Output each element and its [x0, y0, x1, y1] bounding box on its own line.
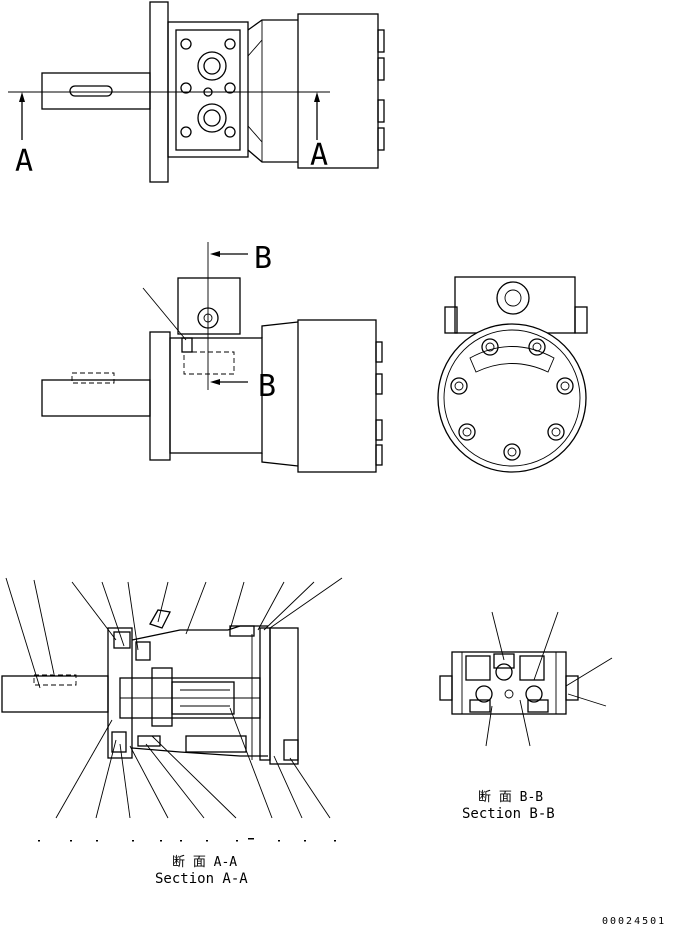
section-mark-b-bottom: B: [258, 369, 276, 404]
drawing-number: 00024501: [602, 916, 666, 927]
end-view: [437, 276, 588, 473]
section-bb-title-jp: 断 面 B-B: [478, 790, 543, 805]
section-aa-title-jp: 断 面 A-A: [172, 855, 237, 870]
section-bb-view: 断 面 B-B Section B-B: [439, 611, 613, 822]
side-view: B B: [41, 241, 383, 473]
section-mark-a-left: A: [15, 144, 33, 179]
section-mark-b-top: B: [254, 241, 272, 276]
section-bb-title-en: Section B-B: [462, 806, 555, 822]
section-mark-a-right: A: [310, 138, 328, 173]
top-view: A A: [8, 1, 385, 183]
section-aa-view: 断 面 A-A Section A-A: [1, 577, 343, 887]
section-aa-title-en: Section A-A: [155, 871, 248, 887]
callout-tick-row: [38, 838, 336, 842]
